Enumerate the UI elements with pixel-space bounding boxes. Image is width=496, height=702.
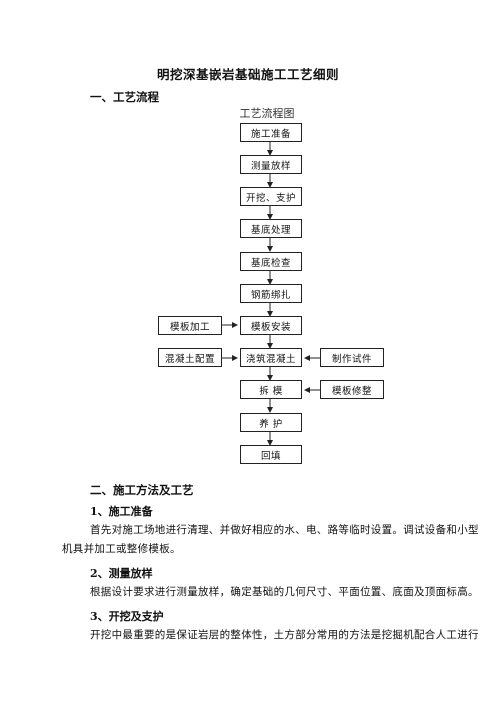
flow-step-7: 模板安装	[240, 316, 302, 335]
flowchart-title: 工艺流程图	[239, 107, 295, 120]
flow-side-right-2: 模板修整	[320, 380, 384, 399]
flow-step-9: 拆 模	[240, 380, 302, 399]
sub-heading-excavation: 3、开挖及支护	[90, 610, 164, 623]
flow-step-11: 回填	[240, 445, 302, 464]
sub-heading-preparation: 1、施工准备	[90, 505, 153, 518]
flow-step-3: 开挖、支护	[240, 187, 302, 206]
section-heading-process: 一、工艺流程	[90, 90, 159, 104]
paragraph-survey: 根据设计要求进行测量放样，确定基础的几何尺寸、平面位置、底面及顶面标高。	[90, 586, 479, 598]
page-title: 明挖深基嵌岩基础施工工艺细则	[156, 67, 339, 82]
flow-step-6: 钢筋绑扎	[240, 284, 302, 303]
section-heading-methods: 二、施工方法及工艺	[90, 483, 194, 497]
flow-step-5: 基底检查	[240, 252, 302, 271]
paragraph-preparation-line2: 机具并加工或整修模板。	[62, 543, 181, 555]
flow-side-left-2: 混凝土配置	[158, 348, 222, 367]
flow-step-1: 施工准备	[240, 123, 302, 142]
flow-side-left-1: 模板加工	[158, 316, 222, 335]
paragraph-excavation: 开挖中最重要的是保证岩层的整体性，土方部分常用的方法是挖掘机配合人工进行	[90, 629, 479, 641]
flow-step-2: 测量放样	[240, 155, 302, 174]
paragraph-preparation-line1: 首先对施工场地进行清理、并做好相应的水、电、路等临时设置。调试设备和小型	[90, 524, 479, 536]
flow-step-8: 浇筑混凝土	[240, 348, 302, 367]
flow-side-right-1: 制作试件	[320, 348, 384, 367]
sub-heading-survey: 2、测量放样	[90, 567, 153, 580]
flow-step-10: 养 护	[240, 413, 302, 432]
flow-step-4: 基底处理	[240, 219, 302, 238]
